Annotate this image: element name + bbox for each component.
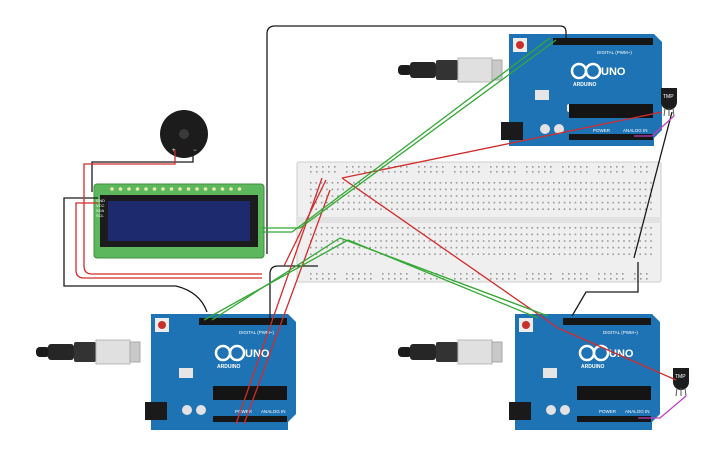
lcd-pin-vcc-label: VCC (96, 203, 105, 208)
temperature-sensor-top: TMP (661, 88, 677, 117)
wire-black (571, 262, 639, 317)
wire-red (557, 327, 677, 381)
buzzer-plus-label: + (172, 148, 176, 154)
wire-red (75, 202, 262, 279)
arduino-board-top: DIGITAL (PWM~) UNO ARDUINO POWER ANALOG … (501, 34, 662, 146)
breadboard-holes (310, 166, 652, 280)
wire-red (243, 189, 331, 425)
wire-black (269, 265, 318, 318)
wire-magenta (634, 115, 675, 137)
arduino-right-model: UNO (609, 348, 634, 360)
lcd-module: GND VCC SDA SCL (93, 183, 265, 259)
breadboard (296, 161, 662, 283)
wires (63, 25, 687, 425)
wire-black (633, 111, 673, 259)
arduino-top-model: UNO (601, 66, 626, 78)
sensor-right-label: TMP (675, 374, 686, 380)
arduino-top-analog-label: ANALOG IN (623, 128, 648, 133)
wire-red (235, 177, 323, 425)
buzzer-minus-label: − (193, 148, 197, 154)
arduino-left-model: UNO (245, 348, 270, 360)
arduino-left-power-label: POWER (235, 409, 253, 414)
usb-cable-left (35, 339, 141, 365)
wire-green (203, 239, 349, 321)
wire-red (341, 177, 559, 329)
usb-cable-right (397, 339, 503, 365)
arduino-right-power-label: POWER (599, 409, 617, 414)
wire-green (211, 237, 341, 321)
wire-green (262, 37, 551, 233)
temperature-sensor-right: TMP (673, 368, 689, 397)
arduino-board-left: DIGITAL (PWM~) UNO ARDUINO POWER ANALOG … (145, 314, 296, 430)
wire-black (63, 197, 208, 313)
arduino-left-analog-label: ANALOG IN (261, 409, 286, 414)
arduino-right-digital-label: DIGITAL (PWM~) (603, 330, 638, 335)
lcd-pin-gnd-label: GND (96, 198, 105, 203)
lcd-pin-sda-label: SDA (96, 208, 105, 213)
lcd-pin-scl-label: SCL (96, 213, 105, 218)
arduino-right-analog-label: ANALOG IN (625, 409, 650, 414)
wire-red (341, 111, 663, 179)
arduino-top-digital-label: DIGITAL (PWM~) (597, 50, 632, 55)
sensor-top-label: TMP (663, 94, 674, 100)
wire-green (339, 237, 549, 317)
arduino-board-right: DIGITAL (PWM~) UNO ARDUINO POWER ANALOG … (509, 314, 660, 430)
arduino-top-power-label: POWER (593, 128, 611, 133)
lcd-header-pins (110, 187, 242, 191)
wire-magenta (638, 395, 687, 419)
arduino-top-brand: ARDUINO (573, 82, 596, 88)
arduino-left-brand: ARDUINO (217, 364, 240, 370)
wire-black (91, 150, 194, 192)
usb-cable-top (397, 57, 503, 83)
wire-green (262, 39, 557, 229)
wire-black (266, 25, 567, 254)
arduino-right-brand: ARDUINO (581, 364, 604, 370)
arduino-left-digital-label: DIGITAL (PWM~) (239, 330, 274, 335)
piezo-buzzer: + − (160, 110, 208, 158)
wire-red (83, 150, 262, 275)
